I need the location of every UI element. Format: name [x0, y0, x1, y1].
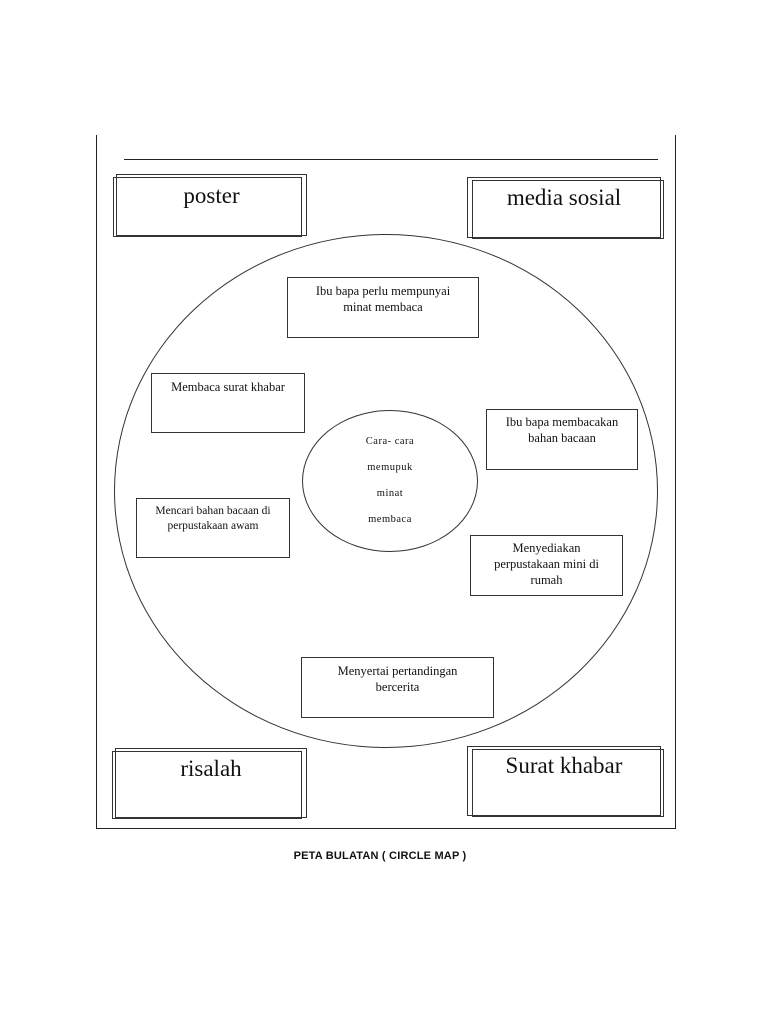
idea-text: Ibu bapa perlu mempunyai	[315, 284, 451, 298]
center-circle: Cara- cara memupuk minat membaca	[302, 410, 478, 552]
corner-box-top-left: poster	[113, 174, 307, 237]
idea-text: bercerita	[375, 680, 420, 694]
page-frame	[96, 135, 676, 829]
idea-text: Membaca surat khabar	[171, 380, 285, 394]
outer-circle	[114, 234, 658, 748]
center-text-line: memupuk	[367, 462, 413, 473]
center-text-line: minat	[376, 488, 404, 499]
idea-text: Mencari bahan bacaan di	[155, 505, 271, 517]
idea-box-upper-right: Ibu bapa membacakan bahan bacaan	[486, 409, 638, 470]
idea-text: perpustakaan mini di	[494, 557, 599, 571]
corner-box-bottom-left: risalah	[112, 748, 307, 819]
idea-text: perpustakaan awam	[167, 520, 259, 532]
idea-box-lower-right: Menyediakan perpustakaan mini di rumah	[470, 535, 623, 596]
idea-box-top: Ibu bapa perlu mempunyai minat membaca	[287, 277, 479, 338]
center-text-line: membaca	[368, 514, 412, 525]
idea-text: Menyertai pertandingan	[337, 664, 458, 678]
idea-text: rumah	[530, 573, 563, 587]
corner-label-surat-khabar: Surat khabar	[505, 753, 623, 778]
idea-text: Ibu bapa membacakan	[505, 415, 619, 429]
idea-box-upper-left: Membaca surat khabar	[151, 373, 305, 433]
diagram-caption: PETA BULATAN ( CIRCLE MAP )	[293, 850, 467, 862]
corner-box-top-right: media sosial	[467, 177, 664, 239]
idea-text: bahan bacaan	[528, 431, 596, 445]
idea-box-bottom: Menyertai pertandingan bercerita	[301, 657, 494, 718]
idea-text: Menyediakan	[512, 541, 581, 555]
corner-label-media-sosial: media sosial	[506, 185, 622, 210]
corner-label-risalah: risalah	[180, 756, 242, 781]
center-text-line: Cara- cara	[365, 436, 415, 447]
corner-label-poster: poster	[183, 183, 240, 208]
idea-text: minat membaca	[343, 300, 423, 314]
idea-box-lower-left: Mencari bahan bacaan di perpustakaan awa…	[136, 498, 290, 558]
title-line	[124, 159, 658, 160]
corner-box-bottom-right: Surat khabar	[467, 746, 664, 817]
